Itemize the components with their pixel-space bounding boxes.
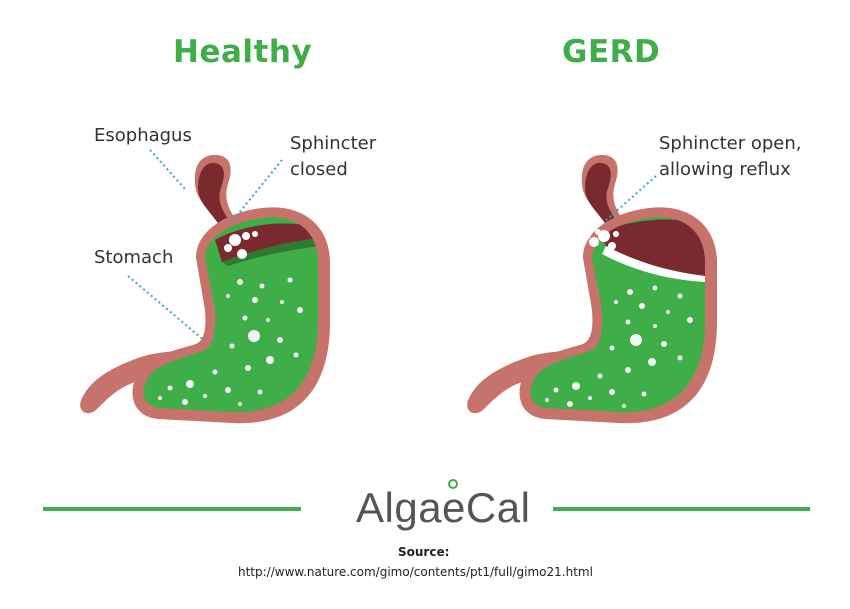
- right-divider: [553, 507, 810, 511]
- healthy-bubbles: [158, 277, 303, 406]
- algaecal-logo: AlgaeCal: [356, 484, 531, 531]
- sphincter-open-label-line2: allowing reflux: [659, 159, 791, 180]
- healthy-stomach-contents: [143, 217, 318, 413]
- source-url: http://www.nature.com/gimo/contents/pt1/…: [238, 565, 593, 579]
- sphincter-closed-label-line1: Sphincter: [290, 133, 377, 154]
- gerd-title: GERD: [562, 34, 661, 70]
- gerd-bubbles: [545, 285, 693, 408]
- sphincter-open-label: Sphincter open, allowing reflux: [659, 131, 801, 183]
- sphincter-closed-leader: [229, 159, 283, 225]
- source-label: Source:: [398, 545, 450, 559]
- sphincter-open-label-line1: Sphincter open,: [659, 133, 802, 154]
- healthy-stomach: [80, 154, 330, 424]
- leader-lines: [127, 149, 657, 343]
- sphincter-closed-label: Sphincter closed: [290, 131, 376, 183]
- gerd-stomach: [467, 154, 717, 424]
- logo-ring-icon: [448, 479, 458, 489]
- esophagus-label: Esophagus: [94, 125, 192, 146]
- stomach-leader: [127, 275, 207, 343]
- stomach-label: Stomach: [94, 247, 174, 268]
- esophagus-leader: [149, 149, 187, 191]
- sphincter-open-leader: [603, 175, 657, 223]
- left-divider: [43, 507, 301, 511]
- healthy-title: Healthy: [173, 34, 313, 70]
- sphincter-closed-label-line2: closed: [290, 159, 348, 180]
